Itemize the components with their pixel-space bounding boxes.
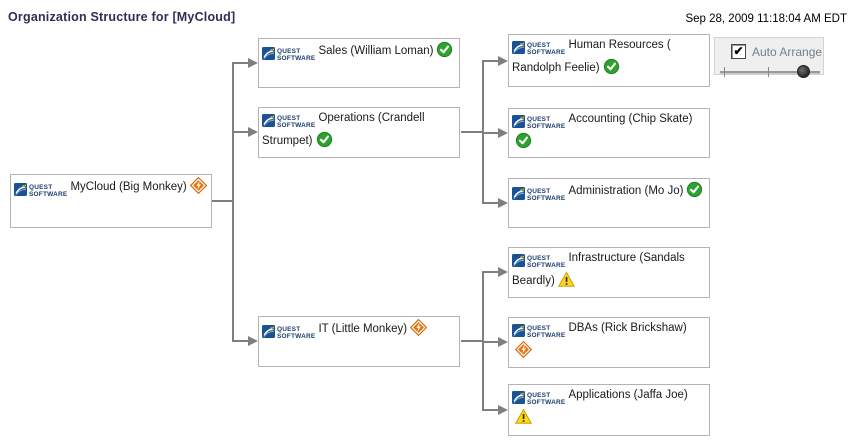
connector-root-out — [212, 200, 234, 202]
zoom-slider-tick — [724, 67, 725, 77]
node-label: DBAs (Rick Brickshaw) — [568, 322, 687, 334]
arrow-to-infrastructure-icon — [498, 267, 508, 277]
arrow-to-administration-icon — [498, 198, 508, 208]
connector-level1-spine — [232, 62, 234, 342]
node-label: Administration (Mo Jo) — [568, 185, 684, 197]
node-label: Sales (William Loman) — [318, 45, 434, 57]
critical-diamond-icon — [515, 341, 532, 358]
arrow-to-sales-icon — [248, 58, 258, 68]
node-label: Applications (Jaffa Joe) — [568, 389, 688, 401]
connector-to-dbas — [482, 341, 499, 343]
arrow-to-it-icon — [248, 336, 258, 346]
critical-diamond-icon — [189, 177, 207, 194]
connector-to-infrastructure — [482, 271, 499, 273]
connector-to-applications — [482, 409, 499, 411]
auto-arrange-checkbox[interactable]: ✔ — [731, 44, 746, 59]
zoom-slider-track[interactable] — [720, 71, 820, 74]
warning-triangle-icon — [558, 271, 575, 288]
connector-to-operations — [232, 131, 249, 133]
connector-operations-out — [461, 131, 484, 133]
connector-to-administration — [482, 202, 499, 204]
connector-to-it — [232, 340, 249, 342]
arrow-to-accounting-icon — [498, 128, 508, 138]
connector-to-sales — [232, 62, 249, 64]
arrow-to-hr-icon — [498, 56, 508, 66]
connector-it-out — [461, 340, 484, 342]
critical-diamond-icon — [410, 319, 428, 336]
auto-arrange-panel: ✔ Auto Arrange — [714, 37, 824, 78]
zoom-slider-tick — [768, 67, 769, 77]
ok-check-icon — [436, 41, 454, 58]
node-label: Operations (Crandell Strumpet) — [262, 112, 425, 147]
node-label: Infrastructure (Sandals Beardly) — [512, 252, 685, 287]
node-label: Human Resources ( Randolph Feelie) — [512, 39, 671, 74]
timestamp: Sep 28, 2009 11:18:04 AM EDT — [685, 13, 847, 25]
ok-check-icon — [315, 131, 333, 148]
arrow-to-applications-icon — [498, 405, 508, 415]
connector-to-hr — [482, 60, 499, 62]
zoom-slider[interactable] — [720, 65, 820, 78]
ok-check-icon — [602, 58, 620, 75]
arrow-to-dbas-icon — [498, 337, 508, 347]
zoom-slider-thumb[interactable] — [797, 65, 810, 78]
page-title: Organization Structure for [MyCloud] — [8, 10, 236, 24]
ok-check-icon — [515, 132, 532, 149]
node-label: MyCloud (Big Monkey) — [70, 181, 187, 193]
ok-check-icon — [686, 181, 704, 198]
auto-arrange-label: Auto Arrange — [752, 44, 823, 59]
node-label: IT (Little Monkey) — [318, 323, 408, 335]
node-label: Accounting (Chip Skate) — [568, 113, 693, 125]
arrow-to-operations-icon — [248, 127, 258, 137]
connector-to-accounting — [482, 132, 499, 134]
warning-triangle-icon — [515, 408, 532, 425]
